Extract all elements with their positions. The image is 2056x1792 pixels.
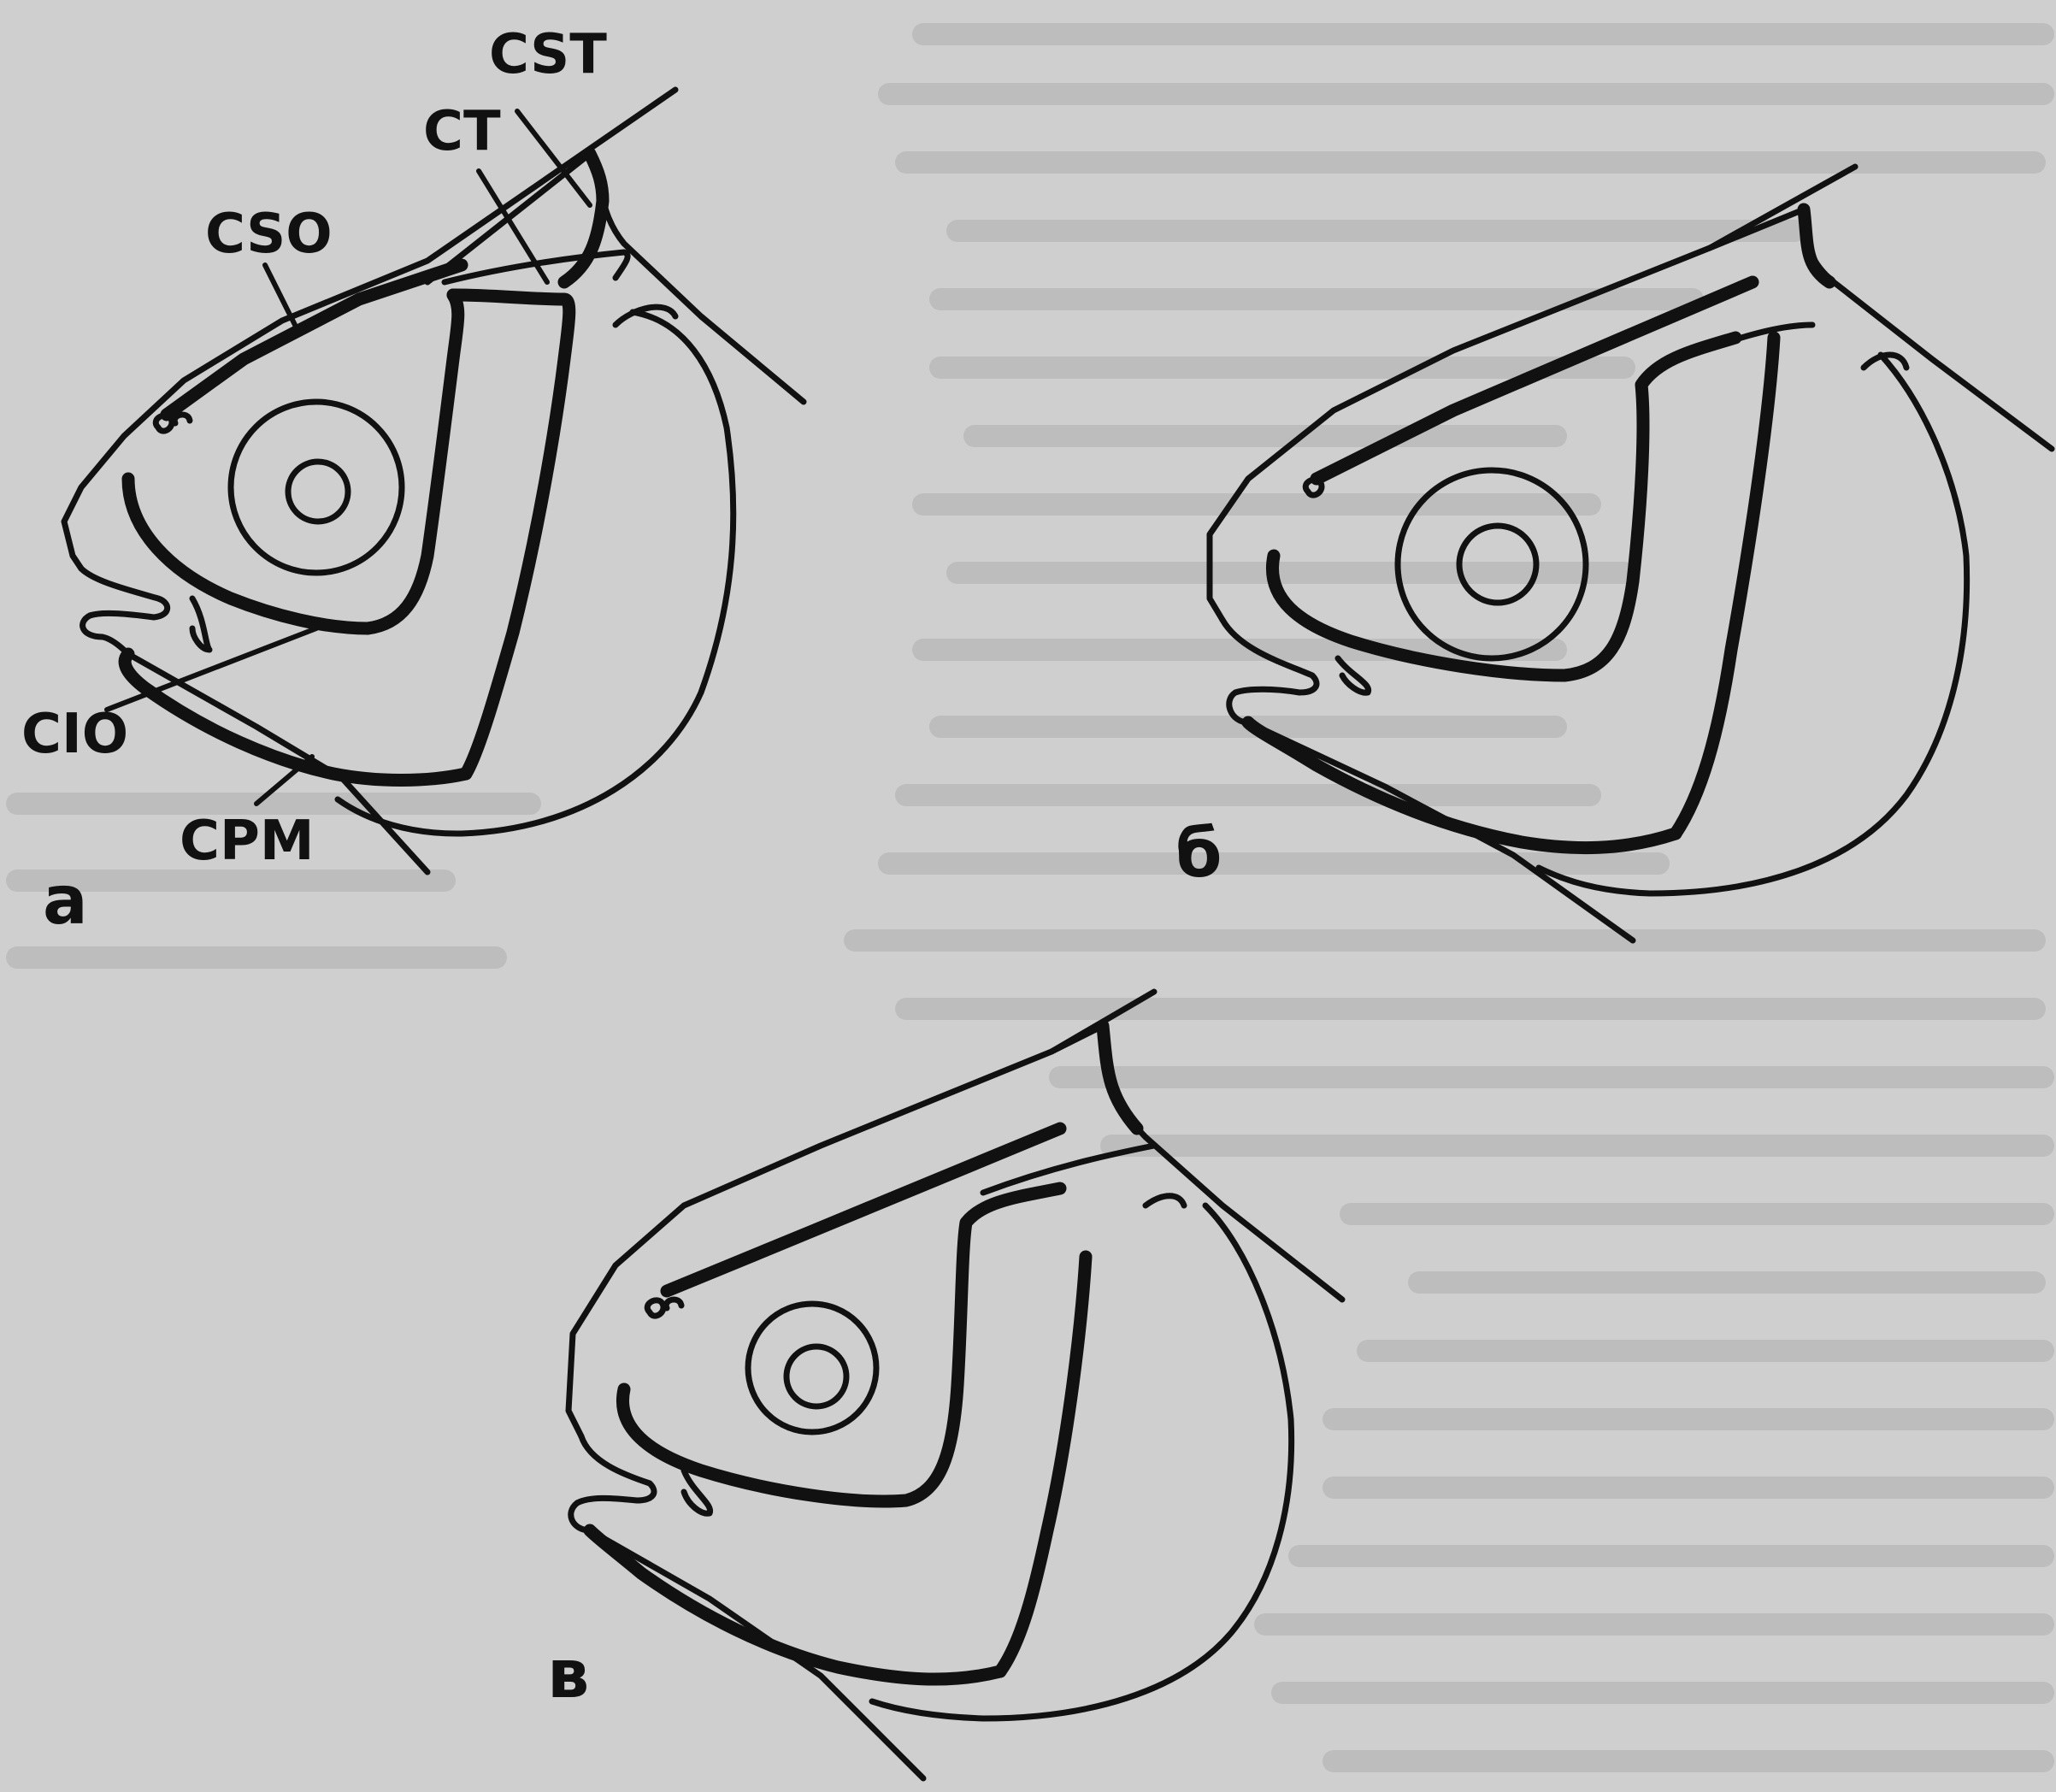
snout-a	[81, 569, 168, 654]
canal-ct-a	[453, 295, 569, 774]
canal-cio-a	[128, 295, 458, 628]
eye-outer-a	[231, 402, 402, 573]
fish-head-b: б	[1175, 167, 2052, 940]
fish-head-v: в	[547, 992, 1342, 1778]
label-cio: CIO	[21, 703, 128, 766]
eye-inner-v	[786, 1347, 846, 1406]
label-ct: CT	[423, 100, 501, 163]
eye-outer-v	[748, 1304, 876, 1432]
nostril-v	[647, 1300, 681, 1316]
maxilla-a	[192, 598, 209, 650]
nape-a	[590, 154, 804, 402]
maxilla-b	[1338, 658, 1369, 693]
canal-cpm-a	[125, 654, 466, 781]
nape-b	[1804, 209, 2052, 449]
label-cso: CSO	[205, 203, 333, 266]
operculum-b	[1539, 355, 1967, 893]
canal-cio-v	[622, 1188, 1060, 1501]
panel-label-v: в	[547, 1636, 589, 1713]
canal-ct-b	[1676, 338, 1774, 834]
opercle-edge-v	[1146, 1196, 1184, 1205]
canal-cpm-v	[590, 1530, 1000, 1679]
canal-cso-v	[667, 1129, 1060, 1291]
label-cst: CST	[489, 23, 607, 86]
panel-label-a: а	[43, 863, 88, 940]
operculum-a	[338, 312, 733, 834]
snout-b	[1222, 620, 1317, 722]
nape-top-v	[1052, 1026, 1103, 1052]
canal-cso-b	[1317, 282, 1753, 479]
canal-cso-a	[167, 265, 462, 415]
label-cpm: CPM	[180, 810, 315, 873]
panel-label-b: б	[1175, 816, 1222, 893]
leader-cio	[107, 628, 316, 710]
snout-v	[571, 1436, 654, 1530]
canal-cst-b	[1804, 209, 1829, 282]
canal-ct-v	[1000, 1257, 1086, 1671]
eye-inner-a	[288, 462, 348, 522]
